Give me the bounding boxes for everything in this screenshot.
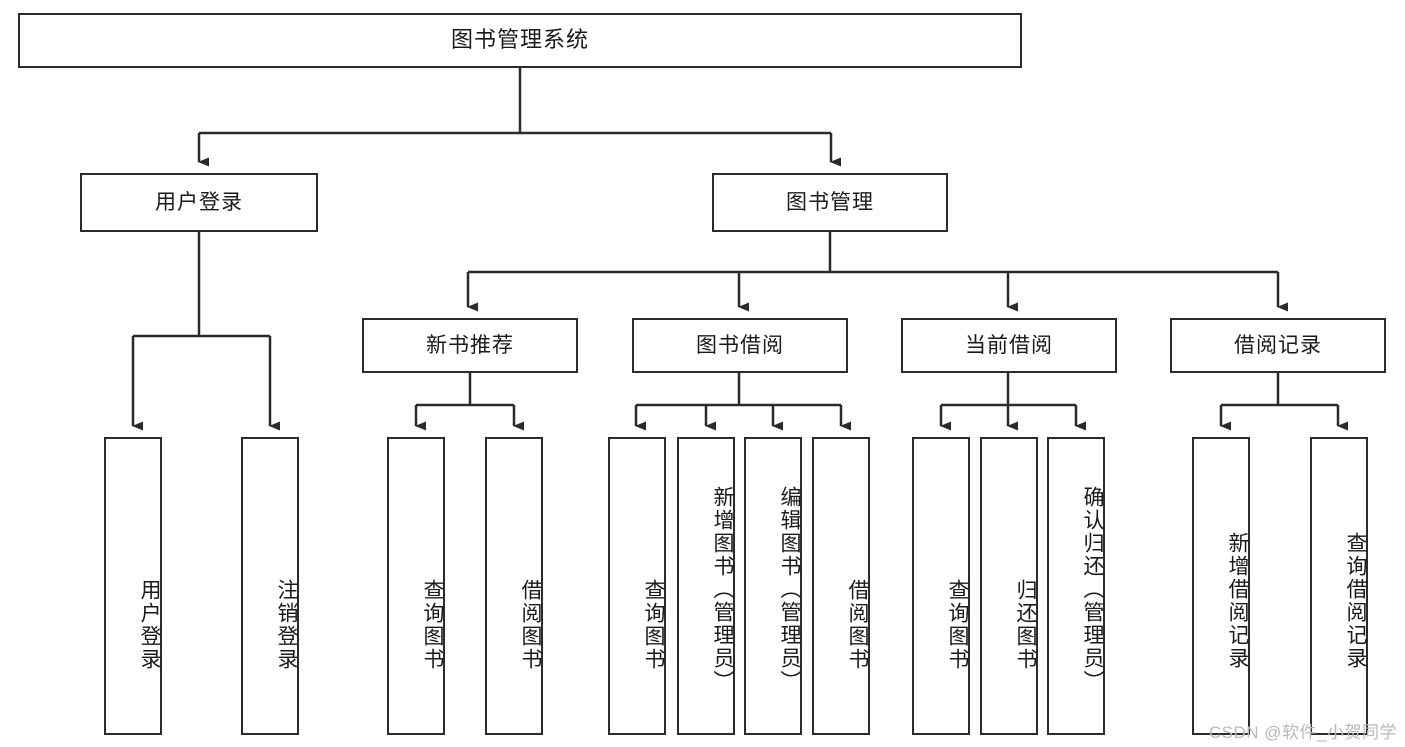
leaf-query-borrow-record[interactable]: 查询借阅记录 <box>1310 437 1368 735</box>
node-current-borrow[interactable]: 当前借阅 <box>901 318 1117 373</box>
node-label: 图书管理 <box>786 190 874 214</box>
node-label: 编辑图书（管理员） <box>778 485 801 693</box>
leaf-query-book-recommendation[interactable]: 查询图书 <box>387 437 445 735</box>
node-label: 图书管理系统 <box>450 27 589 53</box>
node-label: 图书借阅 <box>696 333 784 357</box>
leaf-user-login[interactable]: 用户登录 <box>104 437 162 735</box>
node-user-login[interactable]: 用户登录 <box>80 173 318 232</box>
node-label: 查询图书 <box>642 579 665 671</box>
node-label: 查询图书 <box>946 579 969 671</box>
leaf-borrow-book-recommendation[interactable]: 借阅图书 <box>485 437 543 735</box>
node-label: 新增图书（管理员） <box>711 485 734 693</box>
csdn-watermark: CSDN @软件_小贺同学 <box>1208 723 1397 742</box>
node-label: 借阅图书 <box>846 579 869 671</box>
leaf-query-book-current[interactable]: 查询图书 <box>912 437 970 735</box>
leaf-add-borrow-record[interactable]: 新增借阅记录 <box>1192 437 1250 735</box>
node-label: 新书推荐 <box>426 333 514 357</box>
node-borrow-record[interactable]: 借阅记录 <box>1170 318 1386 373</box>
leaf-logout[interactable]: 注销登录 <box>241 437 299 735</box>
node-label: 注销登录 <box>275 579 298 671</box>
leaf-query-book-borrow[interactable]: 查询图书 <box>608 437 666 735</box>
node-label: 确认归还（管理员） <box>1081 485 1104 693</box>
leaf-edit-book-admin[interactable]: 编辑图书（管理员） <box>744 437 802 735</box>
leaf-borrow-book[interactable]: 借阅图书 <box>812 437 870 735</box>
node-root-book-management-system[interactable]: 图书管理系统 <box>18 13 1022 68</box>
node-book-management[interactable]: 图书管理 <box>712 173 948 232</box>
leaf-return-book[interactable]: 归还图书 <box>980 437 1038 735</box>
node-label: 用户登录 <box>138 579 161 671</box>
node-label: 归还图书 <box>1014 579 1037 671</box>
node-label: 当前借阅 <box>965 333 1053 357</box>
node-label: 借阅记录 <box>1234 333 1322 357</box>
leaf-confirm-return-admin[interactable]: 确认归还（管理员） <box>1047 437 1105 735</box>
node-label: 查询借阅记录 <box>1344 532 1367 670</box>
node-new-book-recommendation[interactable]: 新书推荐 <box>362 318 578 373</box>
node-label: 借阅图书 <box>519 579 542 671</box>
node-label: 新增借阅记录 <box>1226 532 1249 670</box>
node-label: 用户登录 <box>155 190 243 214</box>
node-label: 查询图书 <box>421 579 444 671</box>
node-book-borrow[interactable]: 图书借阅 <box>632 318 848 373</box>
leaf-add-book-admin[interactable]: 新增图书（管理员） <box>677 437 735 735</box>
